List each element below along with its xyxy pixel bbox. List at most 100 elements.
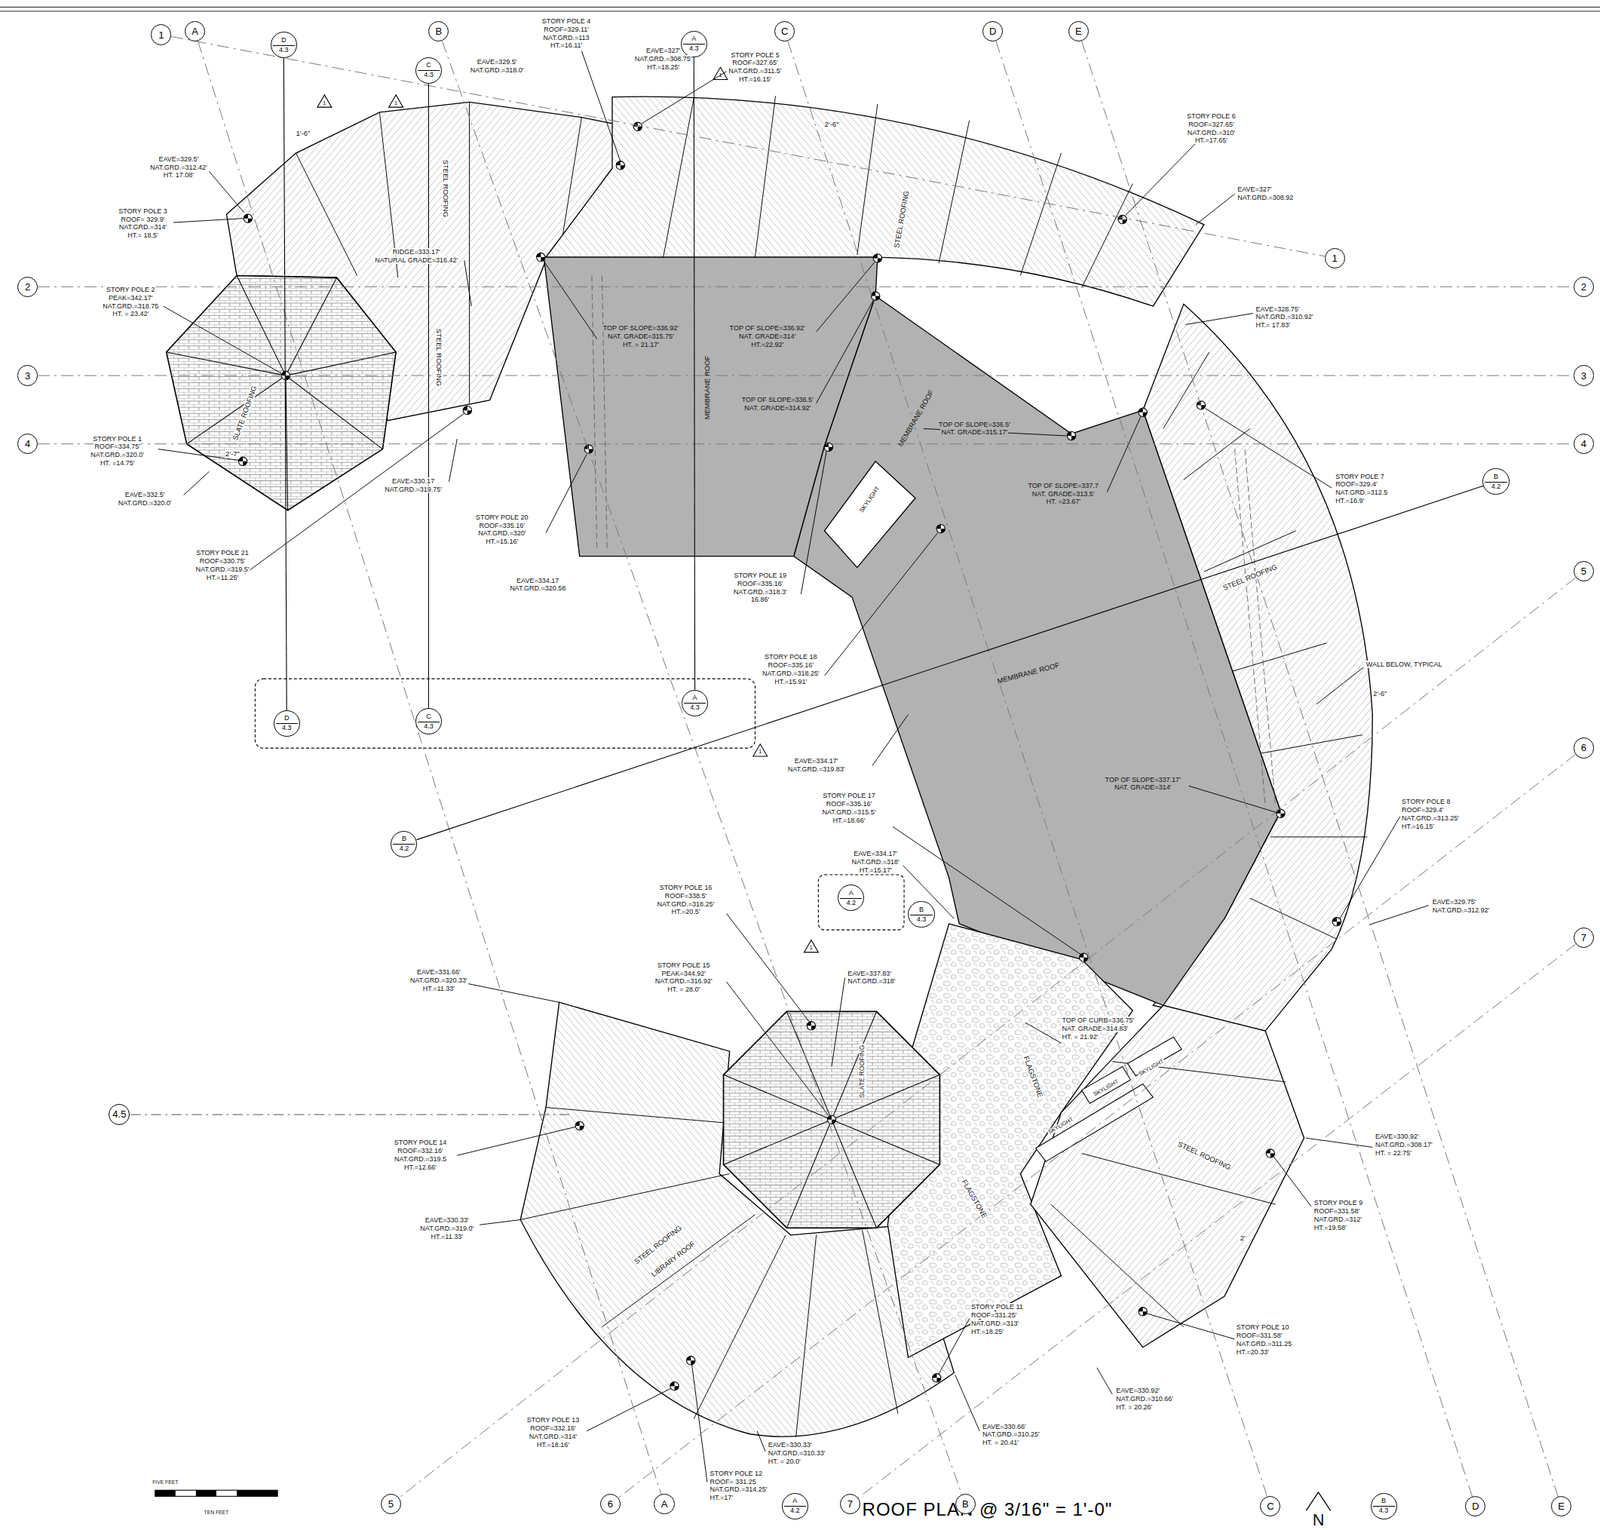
elevation-note: NAT.GRD.=312.42' xyxy=(149,163,209,172)
section-line xyxy=(416,485,1484,840)
section-ref: A xyxy=(792,1497,797,1505)
grid-line xyxy=(441,41,962,1495)
roof-annotation: FIVE FEET xyxy=(151,1480,179,1486)
section-ref: C xyxy=(426,713,432,721)
section-marker: C4.3 xyxy=(415,57,442,84)
grid-bubble: C xyxy=(774,21,795,42)
elevation-note: NAT. GRADE=314.83' xyxy=(1060,1024,1129,1033)
elevation-note: NAT.GRD.=319.0' xyxy=(419,1224,475,1233)
elevation-note: NAT.GRD.=312.92' xyxy=(1431,906,1491,914)
grid-id: 5 xyxy=(1581,566,1587,577)
elevation-note: ROOF=331.58' xyxy=(1235,1331,1284,1340)
elevation-note: HT.=16.15' xyxy=(1400,822,1435,831)
grid-bubble: 5 xyxy=(1573,560,1594,582)
elevation-note: ROOF=332.16' xyxy=(396,1146,445,1155)
section-ref: 4.3 xyxy=(689,704,700,712)
elevation-note: TOP OF CURB=336.75' xyxy=(1060,1016,1135,1024)
elevation-note: NAT.GRD.=318' xyxy=(846,977,896,985)
section-marker: B4.3 xyxy=(1370,1492,1398,1520)
section-ref: B xyxy=(1493,473,1499,481)
elevation-note: HT.= 17.83' xyxy=(1255,321,1292,329)
elevation-note: HT.=16.9' xyxy=(1334,496,1365,505)
elevation-note: EAVE=334.17' xyxy=(793,757,840,765)
elevation-note: HT.=15.17' xyxy=(858,866,893,874)
elevation-note: EAVE=332.5' xyxy=(124,490,166,499)
elevation-note: ROOF=329.4' xyxy=(1334,480,1379,488)
grid-bubble: C xyxy=(1259,1495,1281,1517)
elevation-note: ROOF=332.16' xyxy=(529,1424,577,1432)
roof-annotation: STEEL ROOFING xyxy=(435,327,443,387)
elevation-note: ROOF=330.75' xyxy=(199,557,247,565)
section-marker: B4.2 xyxy=(1482,468,1509,495)
elevation-note: NAT.GRD.=308.92 xyxy=(1236,193,1294,202)
section-ref: 4.3 xyxy=(423,723,434,730)
elevation-note: NAT.GRD.=318.75 xyxy=(101,302,160,310)
section-marker: D4.3 xyxy=(273,710,301,737)
elevation-note: HT. =23.67' xyxy=(1045,497,1082,506)
grid-bubble: 4.5 xyxy=(108,1103,130,1125)
elevation-note: 16.86' xyxy=(750,595,770,604)
elevation-note: EAVE=329.75' xyxy=(1431,898,1478,906)
elevation-note: STORY POLE 5 xyxy=(729,51,781,59)
elevation-note: STORY POLE 19 xyxy=(732,571,788,580)
elevation-note: NAT.GRD.=318.0' xyxy=(469,66,525,74)
elevation-note: ROOF=334.75' xyxy=(93,442,141,451)
section-ref: A xyxy=(692,694,698,702)
elevation-note: NAT.GRD.=310.66' xyxy=(1115,1394,1174,1403)
elevation-note: EAVE=337.83' xyxy=(846,969,892,978)
elevation-note: ROOF=327.65' xyxy=(1187,120,1236,129)
elevation-note: NAT.GRD.=310.33' xyxy=(767,1449,827,1457)
elevation-note: HT.=20.33' xyxy=(1235,1348,1270,1356)
grid-bubble: 2 xyxy=(1573,276,1594,298)
elevation-note: HT. = 21.92' xyxy=(1060,1032,1099,1041)
elevation-note: NAT.GRD.=310.25' xyxy=(981,1430,1041,1438)
elevation-note: HT.=18.25' xyxy=(970,1327,1005,1336)
elevation-note: EAVE=328.75' xyxy=(1255,305,1301,313)
elevation-note: HT. 17.08' xyxy=(162,171,195,179)
elevation-note: HT.=11.33' xyxy=(422,984,456,993)
grid-bubble: 5 xyxy=(380,1493,402,1515)
elevation-note: STORY POLE 10 xyxy=(1235,1323,1291,1331)
elevation-note: HT. = 20.0' xyxy=(767,1457,802,1466)
elevation-note: ROOF=331.58' xyxy=(1313,1207,1361,1215)
elevation-note: ROOF=329.11' xyxy=(542,25,590,34)
elevation-note: NAT.GRD.=308.17' xyxy=(1374,1140,1434,1149)
elevation-note: HT. = 20.26' xyxy=(1115,1403,1153,1411)
elevation-note: EAVE=329.5' xyxy=(157,155,200,163)
section-marker: A4.2 xyxy=(781,1492,809,1520)
grid-id: 4 xyxy=(1581,438,1587,449)
grid-id: 7 xyxy=(1581,932,1587,943)
elevation-note: STORY POLE 11 xyxy=(970,1302,1024,1311)
grid-line xyxy=(1081,41,1559,1497)
grid-id: 4 xyxy=(24,438,31,449)
grid-line xyxy=(171,36,1325,257)
elevation-note: HT.=11.33' xyxy=(430,1232,464,1241)
elevation-note: NAT.GRD.=311.25 xyxy=(1235,1339,1293,1348)
elevation-note: HT.=20.5' xyxy=(670,907,701,916)
elevation-note: HT.=11.25' xyxy=(205,573,240,582)
elevation-note: EAVE=330.66' xyxy=(981,1422,1027,1431)
elevation-note: NAT.GRD.=320.33' xyxy=(409,976,469,984)
elevation-note: NAT.GRD.=312' xyxy=(1313,1215,1363,1223)
elevation-note: STORY POLE 17 xyxy=(821,791,877,800)
roof-annotation: 2'-6" xyxy=(824,120,840,129)
roof-annotation: 1 xyxy=(321,99,328,107)
roof-annotation: STEEL ROOFING xyxy=(441,159,450,218)
grid-id: 3 xyxy=(24,370,31,381)
grid-id: 7 xyxy=(847,1498,853,1509)
elevation-note: ROOF=338.5' xyxy=(664,891,709,900)
elevation-note: 2'-6" xyxy=(1372,689,1388,698)
section-ref: B xyxy=(1381,1497,1386,1505)
elevation-note: HT.=16.11' xyxy=(549,41,583,50)
elevation-note: NAT.GRD.=315.5' xyxy=(821,808,877,816)
elevation-note: EAVE=327' xyxy=(1236,185,1273,194)
section-ref: 4.2 xyxy=(845,899,856,907)
grid-line xyxy=(198,41,662,1495)
elevation-note: NAT.GRD.=319.83' xyxy=(787,765,846,773)
elevation-note: TOP OF SLOPE=337.7 xyxy=(1026,481,1099,490)
grid-bubble: 1 xyxy=(1324,248,1346,269)
elevation-note: ROOF=335.16' xyxy=(825,800,874,808)
elevation-note: EAVE=329.5' xyxy=(476,58,519,66)
grid-id: 6 xyxy=(1581,742,1587,753)
grid-id: B xyxy=(962,1498,969,1509)
